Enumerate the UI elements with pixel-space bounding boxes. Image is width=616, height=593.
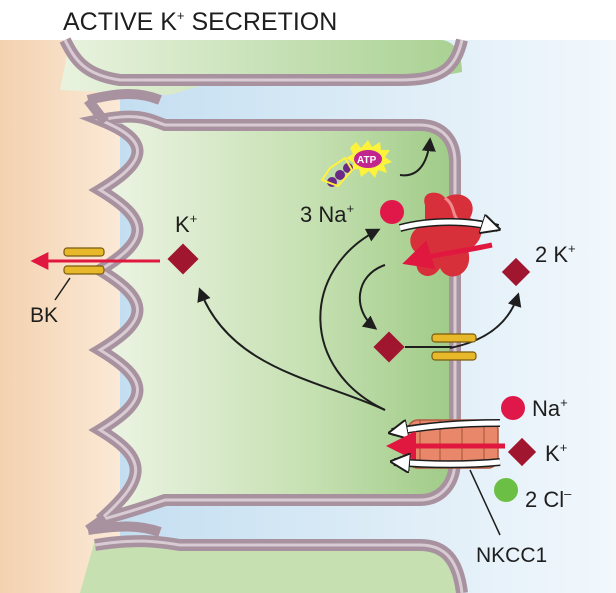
cl-ion bbox=[494, 478, 518, 502]
k2-label: 2 K+ bbox=[535, 241, 576, 267]
na-label: Na+ bbox=[532, 395, 568, 421]
bk-channel bbox=[63, 247, 105, 275]
principal-cell bbox=[95, 115, 455, 520]
bk-label: BK bbox=[30, 304, 58, 327]
k-in-pump-arrow bbox=[402, 240, 493, 270]
nkcc1-leader-line bbox=[469, 469, 501, 536]
k-recycle-arrow bbox=[449, 292, 522, 349]
cl-label: 2 Cl– bbox=[525, 486, 572, 512]
k-ion-interstitial bbox=[501, 257, 531, 287]
atp-to-pump-arrow bbox=[399, 137, 436, 177]
tubular-lumen bbox=[0, 40, 120, 593]
na-in-arrow bbox=[394, 423, 501, 432]
lower-cell bbox=[80, 537, 460, 593]
k-cell-label: K+ bbox=[175, 211, 197, 237]
k-into-cell-arrow bbox=[358, 264, 386, 330]
na-out-arrow bbox=[399, 222, 495, 228]
na3-label: 3 Na+ bbox=[300, 201, 354, 227]
na-ion-nkcc1 bbox=[501, 396, 525, 420]
atp-molecule: ATP bbox=[320, 140, 392, 188]
bk-leader-line bbox=[54, 277, 71, 301]
k-label: K+ bbox=[545, 440, 567, 466]
diagram-title: ACTIVE K+ SECRETION bbox=[63, 8, 337, 36]
nkcc1-label: NKCC1 bbox=[476, 544, 547, 567]
na-recycle-arrow bbox=[319, 228, 386, 411]
k-ion-basolateral bbox=[373, 331, 405, 363]
k-to-apical-arrow bbox=[197, 287, 386, 411]
basolateral-k-channel bbox=[431, 333, 477, 361]
cell-membranes bbox=[59, 37, 468, 593]
k-ion-cytosol bbox=[167, 243, 199, 275]
cl-in-arrow bbox=[396, 462, 501, 464]
k-ion-nkcc1 bbox=[507, 437, 537, 467]
na-ion-pump bbox=[380, 200, 404, 224]
atp-label: ATP bbox=[357, 155, 377, 166]
